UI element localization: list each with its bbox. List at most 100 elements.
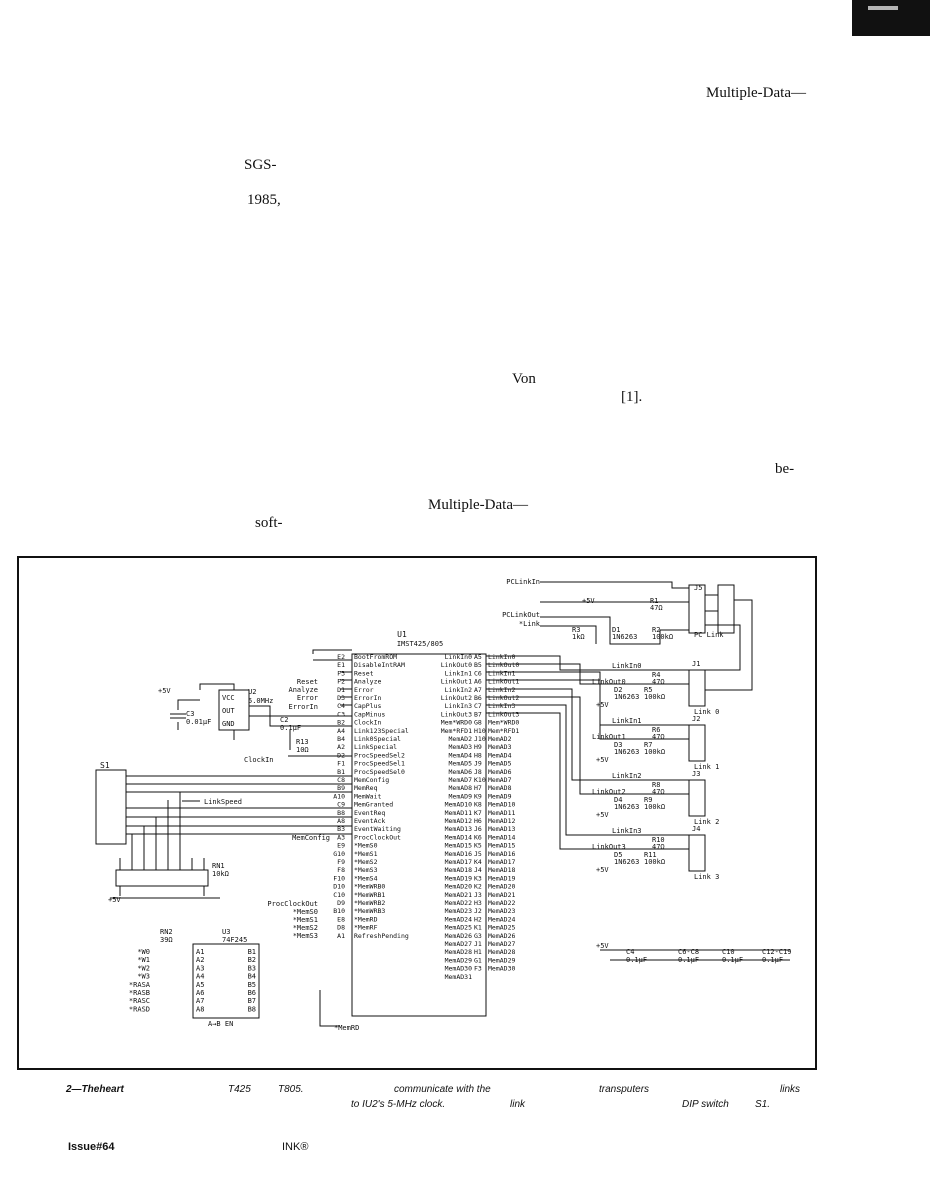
u1-right-pin-label: MemAD7 (449, 776, 473, 784)
u3-a-pin: A1 (196, 948, 204, 956)
u3-a-pin: A2 (196, 956, 204, 964)
u1-left-pin-number: E2 (337, 653, 345, 661)
u1-left-pin-label: EventWaiting (354, 825, 401, 833)
link-out-label: LinkOut3 (592, 843, 626, 851)
figure-caption-fragment: S1. (755, 1099, 771, 1110)
link-series-resistor-ref: R6 (652, 726, 660, 734)
link-out-label: LinkOut2 (592, 788, 626, 796)
figure-caption-fragment: communicate with the (394, 1084, 491, 1095)
u1-right-pin-number: K8 (474, 801, 482, 809)
plus-5v-label: +5V (158, 687, 171, 695)
u1-left-pin-number: F10 (333, 874, 345, 882)
figure-caption-fragment: 2—Theheart (66, 1084, 124, 1095)
u1-right-net-label: MemAD11 (488, 809, 515, 817)
u1-right-pin-number: C7 (474, 702, 482, 710)
u1-right-pin-label: MemAD15 (445, 842, 472, 850)
u1-right-net-label: MemAD4 (488, 751, 512, 759)
net-label: LinkSpeed (204, 798, 242, 806)
figure-caption-fragment: link (510, 1099, 526, 1110)
text-fragment: Multiple-Data— (428, 497, 528, 513)
u1-left-pin-number: B2 (337, 719, 345, 727)
u1-right-net-label: MemAD5 (488, 760, 512, 768)
u1-left-pin-number: B8 (337, 809, 345, 817)
link-name: Link 3 (694, 873, 719, 881)
u1-left-pin-label: *MemS2 (354, 858, 378, 866)
u1-right-net-label: MemAD21 (488, 891, 515, 899)
u3-b-pin: B2 (248, 956, 256, 964)
link-diode-ref: D3 (614, 741, 622, 749)
r1-ref: R1 (650, 597, 658, 605)
u1-left-pin-label: Link0Special (354, 735, 401, 743)
rn1-value: 10kΩ (212, 870, 229, 878)
u1-left-pin-label: *MemRD (354, 915, 378, 923)
u1-right-pin-number: K1 (474, 924, 482, 932)
u2-vcc: VCC (222, 694, 235, 702)
u1-right-pin-number: H2 (474, 915, 482, 923)
u1-left-pin-number: D9 (337, 899, 345, 907)
u1-left-pin-number: D1 (337, 686, 345, 694)
u1-right-pin-label: MemAD17 (445, 858, 472, 866)
u1-right-net-label: Mem*RFD1 (488, 727, 519, 735)
u1-right-pin-label: MemAD19 (445, 874, 472, 882)
u3-a-pin: A3 (196, 964, 204, 972)
u1-left-pin-number: E8 (337, 915, 345, 923)
link-series-resistor-value: 47Ω (652, 843, 665, 851)
u1-left-pin-label: LinkSpecial (354, 743, 397, 751)
u1-right-pin-label: MemAD20 (445, 883, 472, 891)
c4-ref: C4 (626, 948, 634, 956)
link-series-resistor-value: 47Ω (652, 733, 665, 741)
u1-right-net-label: MemAD17 (488, 858, 515, 866)
u1-right-pin-label: MemAD5 (449, 760, 473, 768)
u1-right-net-label: MemAD23 (488, 907, 515, 915)
u1-right-pin-number: J8 (474, 768, 482, 776)
net-label: ProcClockOut (267, 900, 318, 908)
u1-right-pin-number: G1 (474, 956, 482, 964)
u1-left-pin-label: BootFromROM (354, 653, 397, 661)
link-diode-value: 1N6263 (614, 858, 639, 866)
net-label: *MemS0 (293, 908, 318, 916)
u1-right-pin-number: K3 (474, 874, 482, 882)
u3-b-pin: B6 (248, 989, 256, 997)
u1-right-net-label: MemAD30 (488, 965, 515, 973)
u1-left-pin-number: A1 (337, 932, 345, 940)
u3-b-pin: B3 (248, 964, 256, 972)
u1-right-pin-label: MemAD3 (449, 743, 473, 751)
u1-left-pin-label: ClockIn (354, 719, 381, 727)
u1-part: IMST425/805 (397, 640, 443, 648)
u1-right-pin-label: LinkIn0 (445, 653, 472, 661)
u1-right-net-label: LinkOut0 (488, 661, 519, 669)
u1-right-net-label: LinkOut3 (488, 710, 519, 718)
u1-right-pin-number: H6 (474, 817, 482, 825)
u1-right-pin-number: J4 (474, 866, 482, 874)
rn2-signal: *W1 (137, 956, 150, 964)
u1-right-pin-label: MemAD2 (449, 735, 473, 743)
c2-value: 0.1μF (280, 724, 301, 732)
u1-left-pin-label: *MemWRB3 (354, 907, 385, 915)
u1-right-pin-label: LinkIn3 (445, 702, 472, 710)
u1-ref: U1 (397, 630, 407, 639)
figure-caption-fragment: DIP switch (682, 1099, 729, 1110)
u1-right-pin-number: B5 (474, 661, 482, 669)
u1-left-pin-label: MemGranted (354, 801, 393, 809)
u3-b-pin: B1 (248, 948, 256, 956)
text-fragment: be- (775, 461, 795, 477)
u1-right-pin-label: LinkOut2 (441, 694, 472, 702)
u1-right-net-label: MemAD18 (488, 866, 515, 874)
u1-right-pin-number: H3 (474, 899, 482, 907)
figure-caption-fragment: links (780, 1084, 801, 1095)
u1-right-pin-label: MemAD10 (445, 801, 472, 809)
u1-left-pin-label: CapPlus (354, 702, 381, 710)
u1-left-pin-label: *MemS1 (354, 850, 378, 858)
r13-value: 10Ω (296, 746, 309, 754)
u1-left-pin-label: EventAck (354, 817, 385, 825)
u3-a-pin: A5 (196, 981, 204, 989)
u1-left-pin-number: F3 (337, 669, 345, 677)
u1-left-pin-number: B10 (333, 907, 345, 915)
u3-b-pin: B4 (248, 973, 256, 981)
u1-left-pin-number: C10 (333, 891, 345, 899)
d1-value: 1N6263 (612, 633, 637, 641)
link-in-label: LinkIn1 (612, 717, 642, 725)
u1-left-pin-number: C4 (337, 702, 345, 710)
u1-left-pin-number: A2 (337, 743, 345, 751)
link-in-label: LinkIn3 (612, 827, 642, 835)
